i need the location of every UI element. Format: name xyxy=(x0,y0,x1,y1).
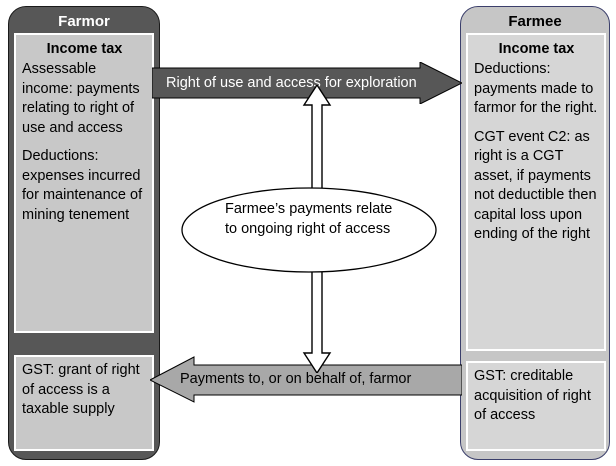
farmor-panel: Farmor Income tax Assessable income: pay… xyxy=(8,6,160,460)
farmee-cgt-event-text: CGT event C2: as right is a CGT asset, i… xyxy=(474,128,597,243)
farmee-gst-box: GST: creditable acquisition of right of … xyxy=(466,361,606,451)
payments-arrow: Payments to, or on behalf of, farmor xyxy=(150,355,462,403)
farmee-income-tax-box: Income tax Deductions: payments made to … xyxy=(466,33,606,351)
farmee-deductions-text: Deductions: payments made to farmor for … xyxy=(474,61,598,116)
farmor-income-tax-box: Income tax Assessable income: payments r… xyxy=(14,33,154,333)
right-of-use-arrow-label: Right of use and access for exploration xyxy=(166,75,417,91)
payments-arrow-label: Payments to, or on behalf of, farmor xyxy=(180,371,412,387)
farmor-gst-text: GST: grant of right of access is a taxab… xyxy=(22,362,140,417)
ellipse-note: Farmee’s payments relate to ongoing righ… xyxy=(181,187,437,273)
farmor-gst-box: GST: grant of right of access is a taxab… xyxy=(14,355,154,451)
farmee-gst-text: GST: creditable acquisition of right of … xyxy=(474,368,591,423)
farmee-panel-title: Farmee xyxy=(508,13,562,30)
farmor-deductions-text: Deductions: expenses incurred for mainte… xyxy=(22,148,143,223)
farmor-income-tax-heading: Income tax xyxy=(46,41,123,57)
farmor-panel-title: Farmor xyxy=(58,13,110,30)
right-arrow-shape xyxy=(152,62,462,104)
ellipse-note-text: Farmee’s payments relate to ongoing righ… xyxy=(225,201,393,237)
farmor-assessable-income-text: Assessable income: payments relating to … xyxy=(22,61,140,136)
left-arrow-shape xyxy=(150,356,462,403)
farmee-panel: Farmee Income tax Deductions: payments m… xyxy=(460,6,610,460)
ellipse-shape xyxy=(181,187,437,273)
farmee-income-tax-heading: Income tax xyxy=(498,41,575,57)
right-of-use-arrow: Right of use and access for exploration xyxy=(152,62,462,104)
